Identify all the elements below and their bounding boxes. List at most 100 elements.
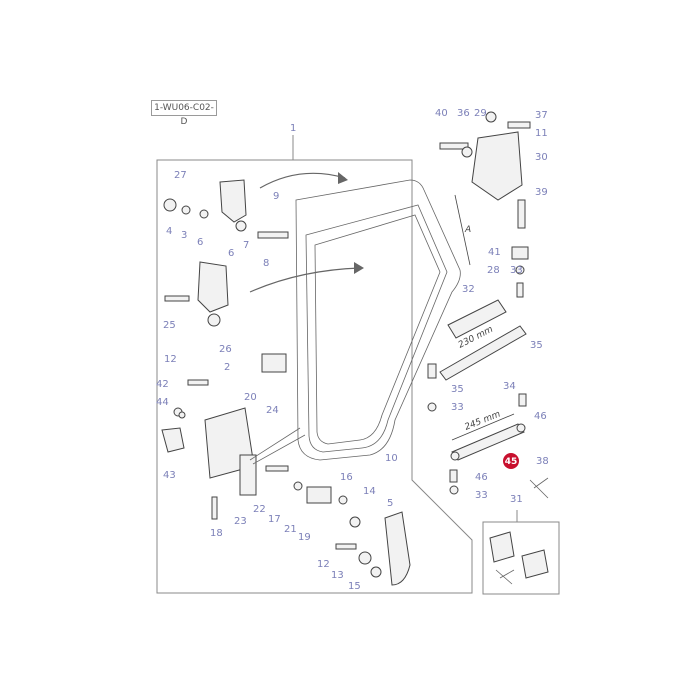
callout-35a: 35: [530, 340, 543, 351]
pointer-arrow-lower: [249, 267, 361, 293]
highlight-badge-label: 45: [505, 457, 518, 467]
callout-46b: 46: [475, 472, 488, 483]
lock-cap-31: [521, 549, 549, 579]
callout-44: 44: [156, 397, 169, 408]
callout-15: 15: [348, 581, 361, 592]
strut-cover-32: [447, 299, 507, 339]
nut-28: [515, 265, 525, 275]
pointer-arrow-upper: [259, 172, 346, 189]
callout-19: 19: [298, 532, 311, 543]
door-glass: [305, 204, 448, 453]
callout-14: 14: [363, 486, 376, 497]
screw-22: [265, 465, 289, 472]
callout-23: 23: [234, 516, 247, 527]
lock-plate: [239, 454, 257, 496]
dimension-a-label: A: [464, 225, 471, 235]
screw-18: [211, 496, 218, 520]
hinge-washer-4: [163, 198, 177, 212]
callout-9: 9: [273, 191, 279, 202]
callout-38: 38: [536, 456, 549, 467]
ball-stud-46a: [518, 393, 527, 407]
callout-12b: 12: [317, 559, 330, 570]
bush-13: [358, 551, 372, 565]
washer-17: [293, 481, 303, 491]
strut-end-upper: [516, 423, 526, 433]
screw-12: [187, 379, 209, 386]
callout-42: 42: [156, 379, 169, 390]
callout-22: 22: [253, 504, 266, 515]
callout-6b: 6: [228, 248, 234, 259]
hinge-nut-7: [235, 220, 247, 232]
callout-10: 10: [385, 453, 398, 464]
washer-33b: [449, 485, 459, 495]
ball-stud-35: [427, 363, 437, 379]
dimension-245-line: [451, 413, 515, 441]
callout-37: 37: [535, 110, 548, 121]
door-frame-seal: [295, 179, 461, 461]
callout-13: 13: [331, 570, 344, 581]
bush-15: [370, 566, 382, 578]
callout-28: 28: [487, 265, 500, 276]
lock-inset-frame: [482, 521, 560, 595]
callout-2: 2: [224, 362, 230, 373]
hinge-bolt-8: [257, 231, 289, 239]
arrowhead-upper: [338, 172, 348, 184]
callout-33a: 33: [510, 265, 523, 276]
callout-12a: 12: [164, 354, 177, 365]
callout-41: 41: [488, 247, 501, 258]
callout-25: 25: [163, 320, 176, 331]
callout-27: 27: [174, 170, 187, 181]
lock-cylinder-31: [489, 531, 515, 563]
bolt-40: [439, 142, 469, 150]
hinge-bolt-25: [164, 295, 190, 302]
washer-33a: [427, 402, 437, 412]
callout-16: 16: [340, 472, 353, 483]
outer-handle: [384, 511, 411, 586]
lower-hinge: [197, 261, 229, 313]
washer-36: [461, 146, 473, 158]
callout-1: 1: [290, 123, 296, 134]
callout-40: 40: [435, 108, 448, 119]
washer-29: [485, 111, 497, 123]
callout-29: 29: [474, 108, 487, 119]
callout-4: 4: [166, 226, 172, 237]
arrowhead-lower: [354, 262, 364, 274]
reference-code: 1-WU06-C02-D: [151, 100, 217, 127]
callout-31: 31: [510, 494, 523, 505]
pin-39: [517, 199, 526, 229]
callout-6a: 6: [197, 237, 203, 248]
callout-7: 7: [243, 240, 249, 251]
callout-43: 43: [163, 470, 176, 481]
ball-stud-46b: [449, 469, 458, 483]
washer-14: [349, 516, 361, 528]
callout-36: 36: [457, 108, 470, 119]
screw-12b: [335, 543, 357, 550]
callout-34: 34: [503, 381, 516, 392]
callout-33b: 33: [451, 402, 464, 413]
callout-3: 3: [181, 230, 187, 241]
connector-block: [261, 353, 287, 373]
old-gas-strut-34: [439, 325, 527, 381]
hinge-bracket-30: [471, 131, 523, 201]
callout-20: 20: [244, 392, 257, 403]
callout-17: 17: [268, 514, 281, 525]
highlight-badge[interactable]: [503, 453, 519, 469]
washer-16: [338, 495, 348, 505]
callout-8: 8: [263, 258, 269, 269]
lock-rod-wires: [249, 427, 306, 465]
hinge-nut-26: [207, 313, 221, 327]
callout-11: 11: [535, 128, 548, 139]
strut-end-lower: [450, 451, 460, 461]
callout-26: 26: [219, 344, 232, 355]
hinge-bush-3: [181, 205, 191, 215]
callout-5: 5: [387, 498, 393, 509]
door-inner-edge: [314, 214, 441, 445]
hinge-washer-5: [199, 209, 209, 219]
ball-stud-upper: [516, 282, 524, 298]
key-38: [529, 477, 549, 499]
callout-21: 21: [284, 524, 297, 535]
catch-43: [161, 427, 185, 453]
callout-35b: 35: [451, 384, 464, 395]
callout-33c: 33: [475, 490, 488, 501]
dimension-a-line: [454, 194, 471, 266]
